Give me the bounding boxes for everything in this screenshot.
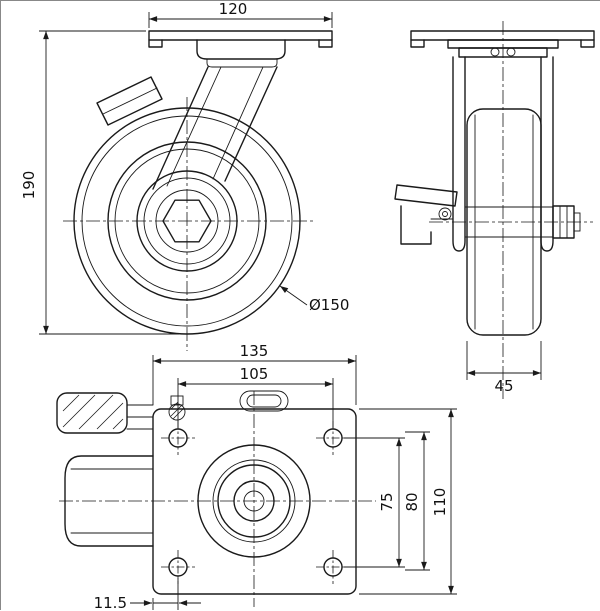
dim-label-plate-width: 120	[219, 1, 248, 18]
dim-bolt-spacing-y: 75	[344, 437, 405, 568]
front-fork	[152, 66, 278, 190]
dim-overall-height: 190	[20, 30, 179, 335]
dim-label-edge-offset: 11.5	[94, 594, 127, 611]
plan-grease-fitting	[168, 395, 186, 421]
plan-centerlines	[59, 391, 376, 607]
front-brake-pedal	[96, 76, 163, 126]
front-mounting-plate	[148, 30, 333, 68]
dim-plate-width: 120	[148, 1, 333, 28]
dim-wheel-width: 45	[466, 341, 542, 395]
plan-top-tab	[239, 390, 289, 412]
side-view: 45	[394, 21, 595, 399]
side-brake-assembly	[394, 184, 458, 245]
plan-plate	[152, 408, 357, 595]
dim-label-plate-depth: 110	[431, 488, 449, 517]
dim-bolt-spacing-y-outer: 80	[403, 431, 430, 571]
dim-label-bolt-spacing-y: 75	[378, 492, 396, 511]
side-centerlines	[429, 21, 593, 399]
side-axle-nut	[552, 205, 581, 239]
plan-wheel-top	[64, 455, 154, 547]
dim-label-wheel-width: 45	[494, 377, 513, 395]
dim-bolt-spacing-x: 105	[177, 365, 334, 428]
dim-label-bolt-spacing-y-outer: 80	[403, 492, 421, 511]
plan-center-boss	[197, 444, 311, 558]
plan-brake-pedal	[56, 392, 154, 434]
dim-label-overall-height: 190	[20, 171, 38, 200]
dim-label-wheel-diameter: Ø150	[309, 296, 349, 314]
axle-hex-nut	[162, 199, 212, 243]
front-centerlines	[63, 97, 313, 351]
dim-plate-length: 135	[152, 342, 357, 405]
side-swivel-bearing	[447, 39, 559, 58]
side-mounting-plate	[410, 30, 595, 48]
dim-label-bolt-spacing-x: 105	[240, 365, 269, 383]
plan-bolt-holes	[161, 421, 350, 584]
dim-label-plate-length: 135	[240, 342, 269, 360]
plan-view: 135 105 75 80 110	[56, 342, 457, 611]
dim-plate-depth: 110	[359, 408, 457, 595]
dim-wheel-diameter: Ø150	[279, 285, 349, 314]
dim-edge-offset: 11.5	[94, 578, 201, 611]
side-wheel	[464, 108, 554, 336]
front-view: 120 190 Ø150	[20, 1, 349, 351]
